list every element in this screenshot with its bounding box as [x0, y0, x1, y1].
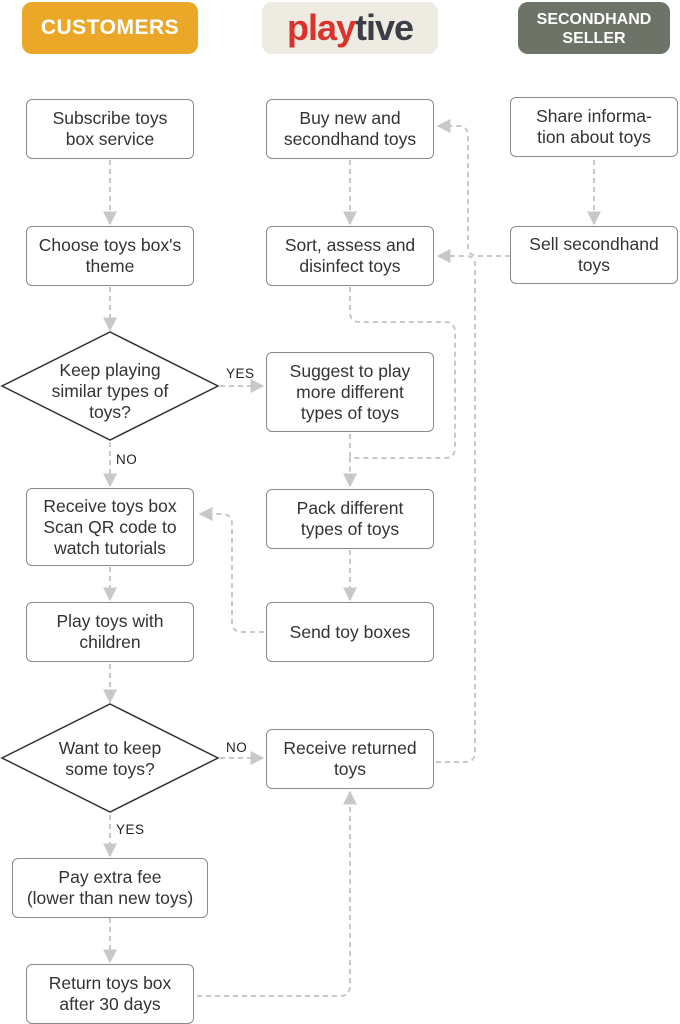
step-send: Send toy boxes	[266, 602, 434, 662]
step-suggest: Suggest to play more different types of …	[266, 352, 434, 432]
decision-keep-playing-text: Keep playing similar types of toys?	[51, 360, 169, 422]
decision-diamond-keep-playing	[0, 331, 220, 441]
edge-label-yes: YES	[226, 366, 255, 381]
step-sort-assess: Sort, assess and disinfect toys	[266, 226, 434, 286]
connector-send-to-receive-box	[198, 507, 264, 633]
step-pack: Pack different types of toys	[266, 489, 434, 549]
step-play-toys: Play toys with children	[26, 602, 194, 662]
step-receive-returned: Receive returned toys	[266, 729, 434, 789]
customers-lane-header: CUSTOMERS	[22, 2, 198, 54]
step-share-info: Share informa- tion about toys	[510, 97, 678, 157]
step-pay-fee: Pay extra fee (lower than new toys)	[12, 858, 208, 918]
step-return-box: Return toys box after 30 days	[26, 964, 194, 1024]
secondhand-seller-lane-header: SECONDHAND SELLER	[518, 2, 670, 54]
logo-text-tive: tive	[355, 7, 414, 48]
step-subscribe: Subscribe toys box service	[26, 99, 194, 159]
step-sell-secondhand: Sell secondhand toys	[510, 226, 678, 284]
logo-text-play: play	[286, 7, 356, 48]
edge-label-yes: YES	[116, 822, 145, 837]
edge-label-no: NO	[226, 740, 248, 755]
connector-sort-to-pack	[343, 287, 456, 488]
decision-keep-toys-text: Want to keep some toys?	[58, 738, 162, 779]
connector-returned-to-sort	[436, 249, 476, 763]
step-choose-theme: Choose toys box's theme	[26, 226, 194, 286]
step-buy-toys: Buy new and secondhand toys	[266, 99, 434, 159]
connector-return-to-receive-returned	[197, 790, 357, 997]
connector-sell-to-buy	[436, 119, 510, 257]
decision-diamond-keep-toys	[0, 703, 220, 813]
edge-label-no: NO	[116, 452, 138, 467]
step-receive-box: Receive toys box Scan QR code to watch t…	[26, 488, 194, 566]
